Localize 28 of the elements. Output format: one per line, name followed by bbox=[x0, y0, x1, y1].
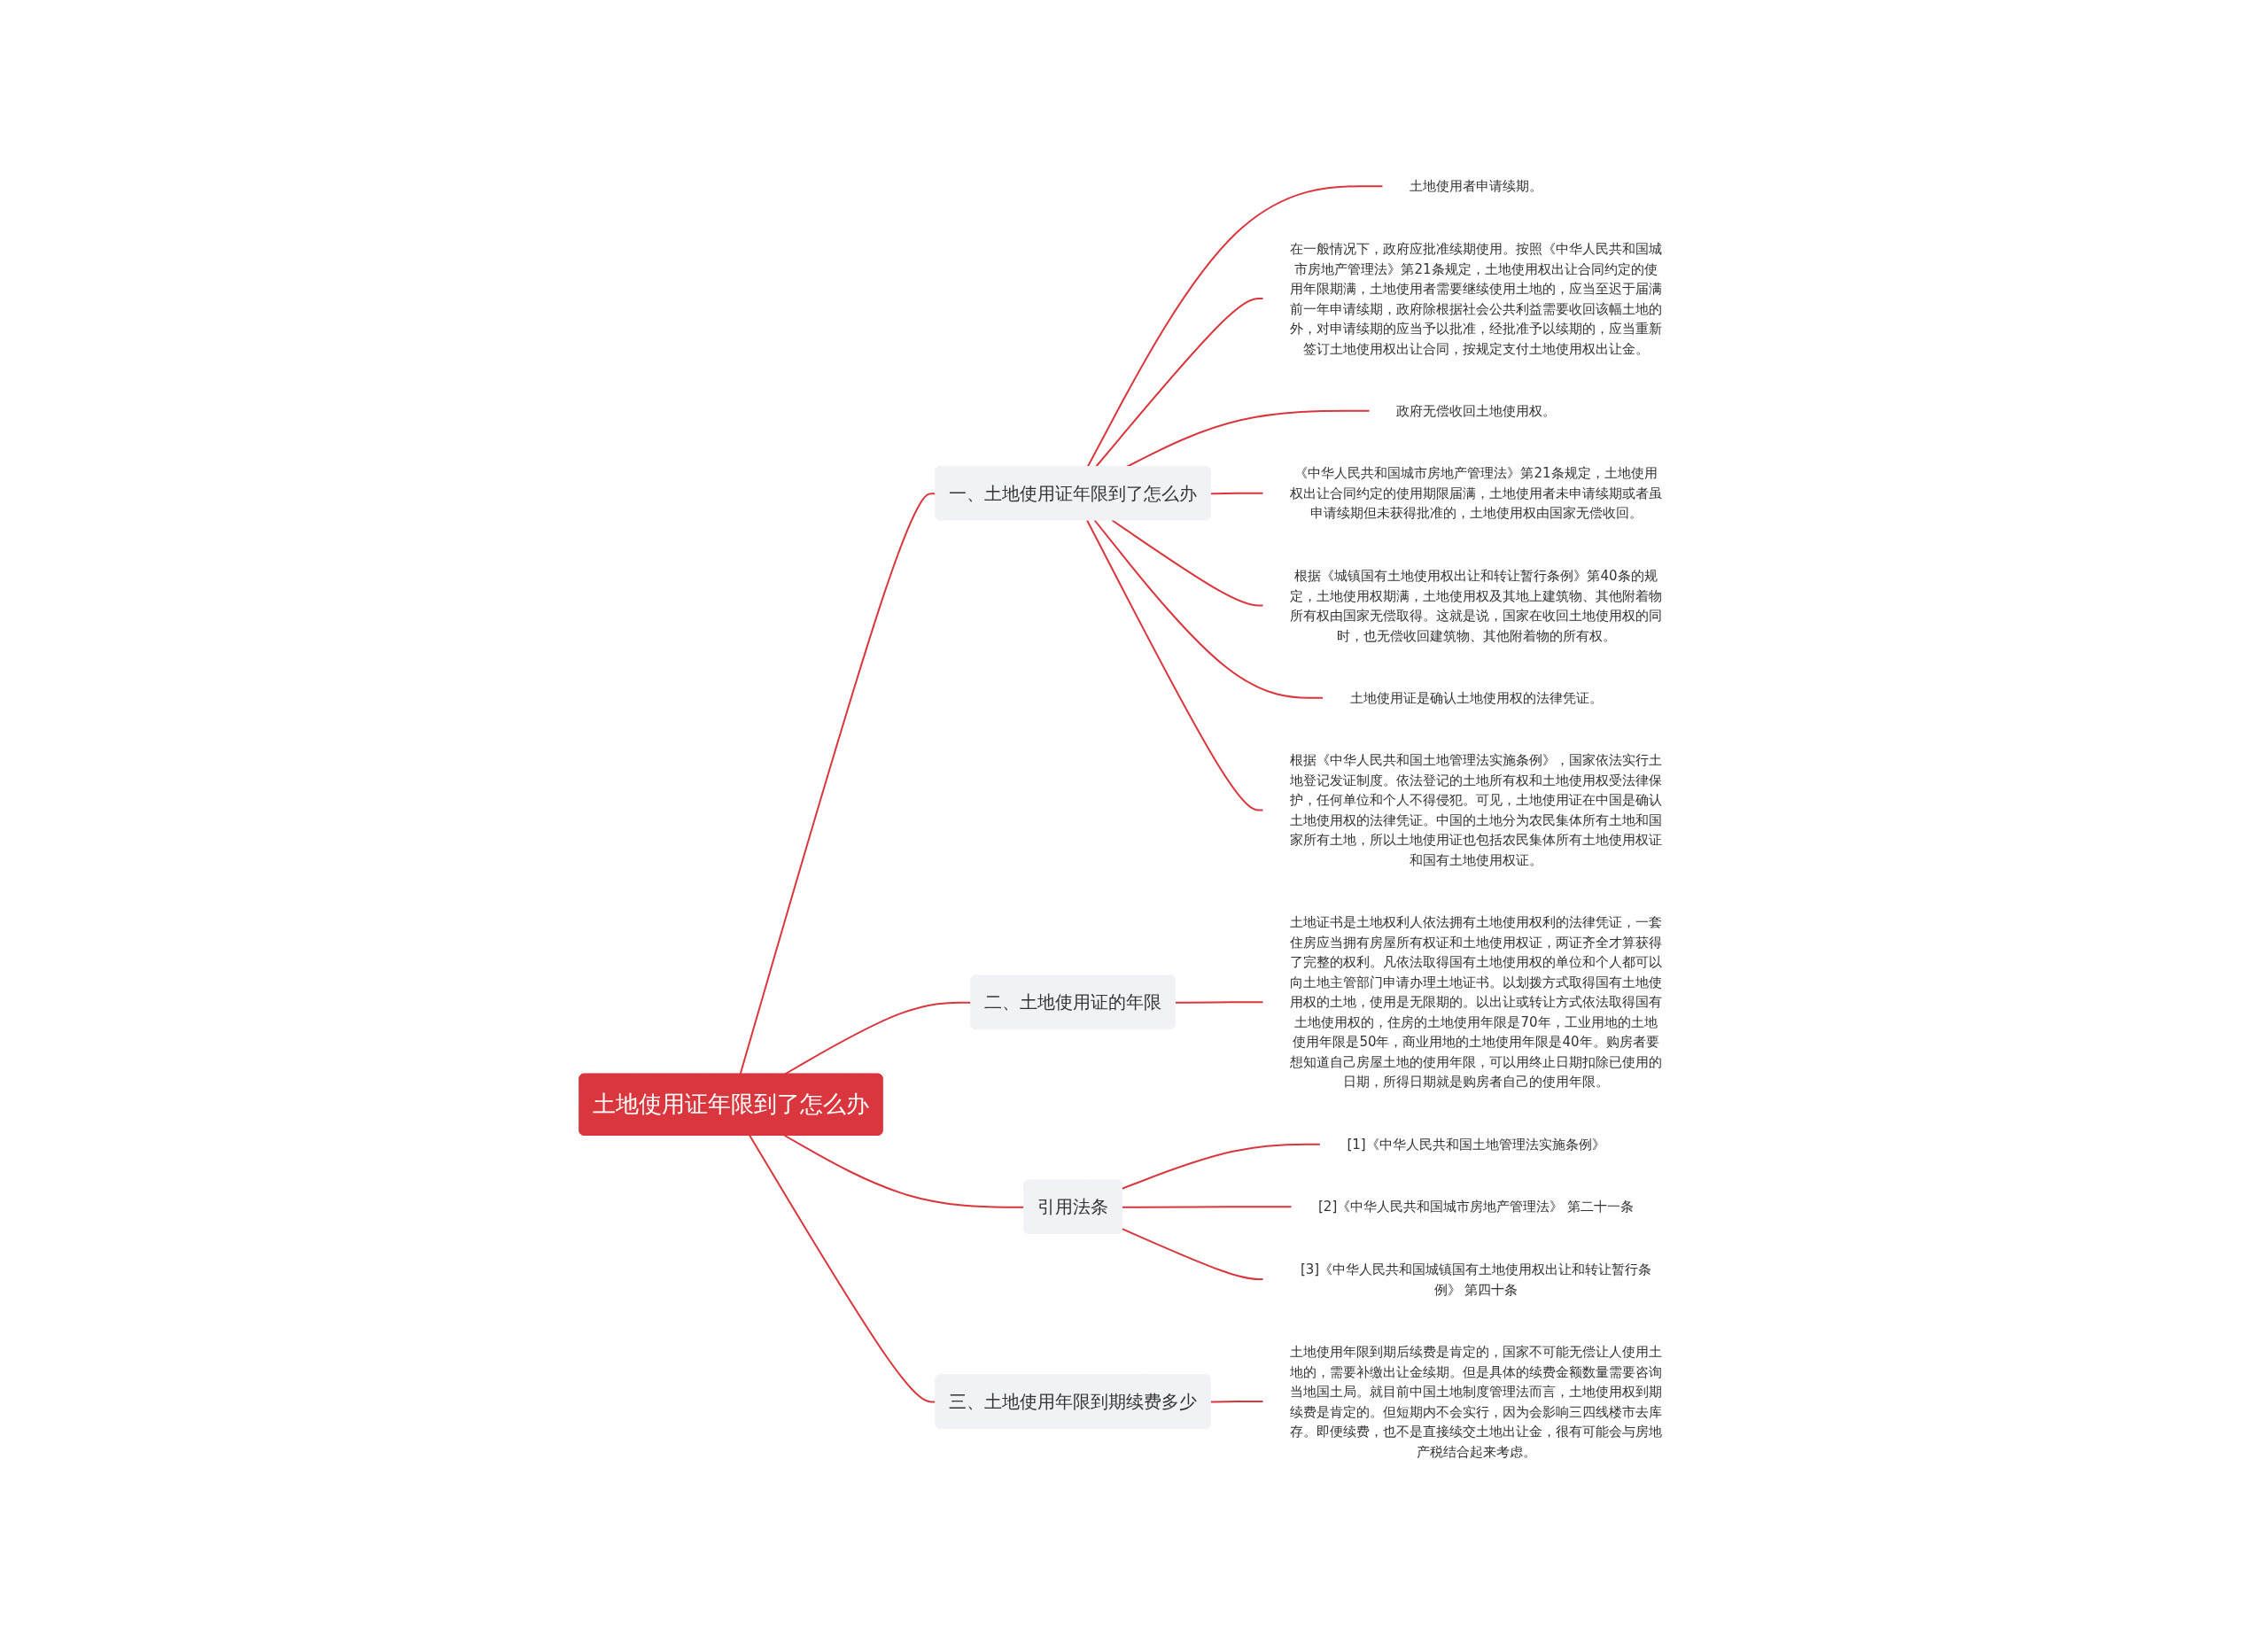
connector bbox=[739, 493, 937, 1075]
connector bbox=[1209, 493, 1264, 495]
connector bbox=[783, 1001, 973, 1075]
connector bbox=[1086, 519, 1264, 811]
node-text: [1]《中华人民共和国土地管理法实施条例》 bbox=[1347, 1136, 1605, 1153]
connector bbox=[1121, 1228, 1264, 1281]
connector bbox=[1093, 519, 1324, 699]
connector bbox=[1121, 1206, 1293, 1208]
connector bbox=[1174, 1001, 1264, 1004]
connector bbox=[1111, 519, 1264, 607]
node-text: 土地证书是土地权利人依法拥有土地使用权利的法律凭证，一套住房应当拥有房屋所有权证和土地使用权证，两证齐全才算获得了完整的权利。凡依法取得国有土地使用权的单位和个人都可以向土地主管部门申请办理土地证书。以划拨方式取得国有土地使用权的土地，使用是无限期的。以出让或转让方式依法取得国有土地使用权的，住房的土地使用年限是70年，工业用地的土地使用年限是50年，商业用地的土地使用年限是40年。购房者要想知道自己房屋土地的使用年限，可以用终止日期扣除已使用的日期，所得日期就是购房者自己的使用年限。 bbox=[1290, 914, 1662, 1091]
node-text: 土地使用证是确认土地使用权的法律凭证。 bbox=[1349, 689, 1603, 706]
connector bbox=[1086, 185, 1384, 469]
node-text: 《中华人民共和国城市房地产管理法》第21条规定，土地使用权出让合同约定的使用期限届满，土地使用者未申请续期或者虽申请续期但未获得批准的，土地使用权由国家无偿收回。 bbox=[1290, 465, 1662, 522]
node-text: 土地使用者申请续期。 bbox=[1410, 178, 1542, 195]
connector bbox=[1094, 298, 1264, 469]
connector bbox=[1121, 1144, 1322, 1191]
connector bbox=[1209, 1401, 1264, 1403]
node-text: 根据《中华人民共和国土地管理法实施条例》，国家依法实行土地登记发证制度。依法登记的土地所有权和土地使用权受法律保护，任何单位和个人不得侵犯。可见，土地使用证在中国是确认土地使用权的法律凭证。中国的土地分为农民集体所有土地和国家所有土地，所以土地使用证也包括农民集体所有土地使用权证和国有土地使用权证。 bbox=[1290, 752, 1662, 868]
node-text: [2]《中华人民共和国城市房地产管理法》 第二十一条 bbox=[1317, 1199, 1635, 1215]
connector bbox=[783, 1135, 1026, 1208]
node-text: [3]《中华人民共和国城镇国有土地使用权出让和转让暂行条例》 第四十条 bbox=[1300, 1261, 1652, 1298]
node-text: 根据《城镇国有土地使用权出让和转让暂行条例》第40条的规定，土地使用权期满，土地使用权及其地上建筑物、其他附着物所有权由国家无偿取得。这就是说，国家在收回土地使用权的同时，也无偿收回建筑物、其他附着物的所有权。 bbox=[1290, 567, 1662, 644]
node-text: 土地使用年限到期后续费是肯定的，国家不可能无偿让人使用土地的，需要补缴出让金续期。但是具体的续费金额数量需要咨询当地国土局。就目前中国土地制度管理法而言，土地使用权到期续费是肯定的。但短期内不会实行，因为会影响三四线楼市去库存。即便续费，也不是直接续交土地出让金，很有可能会与房地产税结合起来考虑。 bbox=[1290, 1343, 1662, 1460]
connector bbox=[1125, 410, 1371, 469]
node-text: 政府无偿收回土地使用权。 bbox=[1396, 402, 1556, 419]
node-text: 在一般情况下，政府应批准续期使用。按照《中华人民共和国城市房地产管理法》第21条规定，土地使用权出让合同约定的使用年限期满，土地使用者需要继续使用土地的，应当至迟于届满前一年申请续期，政府除根据社会公共利益需要收回该幅土地的外，对申请续期的应当予以批准，经批准予以续期的，应当重新签订土地使用权出让合同，按规定支付土地使用权出让金。 bbox=[1290, 240, 1662, 357]
connector bbox=[749, 1135, 937, 1403]
